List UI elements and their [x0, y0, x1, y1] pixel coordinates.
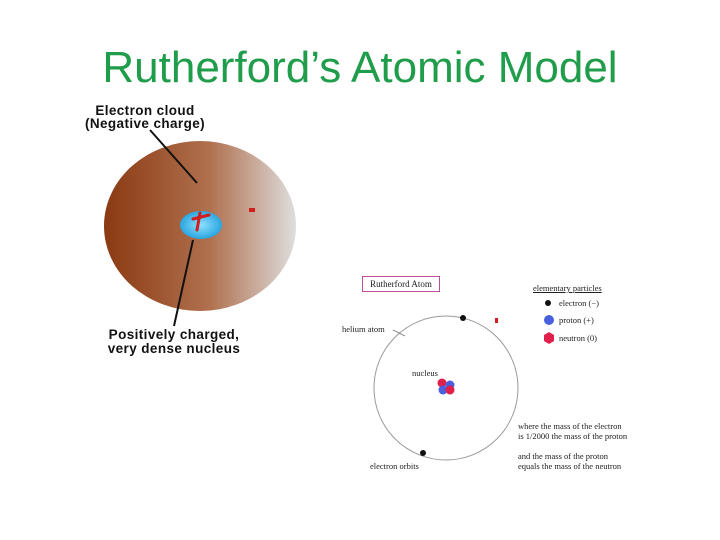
orbit-electron-bottom [420, 450, 426, 456]
nucleus-label-line1: Positively charged, [108, 327, 240, 342]
cloud-pointer-line [149, 129, 198, 184]
legend-proton-icon [544, 315, 554, 325]
rutherford-atom-box: Rutherford Atom [362, 276, 440, 292]
helium-pointer-line [392, 329, 406, 337]
negative-charge-icon [249, 208, 255, 212]
legend-proton-label: proton (+) [559, 315, 594, 325]
mass-note-line2: is 1/2000 the mass of the proton [518, 431, 628, 441]
cloud-label-line1: Electron cloud [95, 103, 195, 118]
orbit-electron-top [460, 315, 466, 321]
legend-electron-label: electron (−) [559, 298, 599, 308]
equal-note-line1: and the mass of the proton [518, 451, 608, 461]
cloud-label-line2: (Negative charge) [84, 116, 206, 131]
electron-cloud-label: Electron cloud (Negative charge) [60, 103, 230, 131]
stray-mark [495, 318, 498, 323]
electron-orbit [373, 315, 519, 461]
helium-atom-label: helium atom [342, 324, 385, 334]
nucleus-label-line2: very dense nucleus [107, 341, 241, 356]
nucleus-dense [180, 211, 222, 239]
slide-title: Rutherford’s Atomic Model [102, 43, 618, 92]
equal-note: and the mass of the proton equals the ma… [518, 451, 621, 471]
positive-charge-icon [191, 211, 211, 232]
nucleus-small-label: nucleus [412, 368, 438, 378]
mass-note-line1: where the mass of the electron [518, 421, 622, 431]
legend-title: elementary particles [533, 283, 602, 293]
helium-nucleus [437, 378, 455, 395]
legend-electron-icon [545, 300, 551, 306]
equal-note-line2: equals the mass of the neutron [518, 461, 622, 471]
mass-note: where the mass of the electron is 1/2000… [518, 421, 627, 441]
nucleus-label: Positively charged, very dense nucleus [84, 328, 264, 356]
electron-orbits-label: electron orbits [370, 461, 419, 471]
nucleus-pointer-line [173, 239, 194, 327]
legend-neutron-icon [544, 332, 554, 344]
legend-neutron-label: neutron (0) [559, 333, 598, 343]
